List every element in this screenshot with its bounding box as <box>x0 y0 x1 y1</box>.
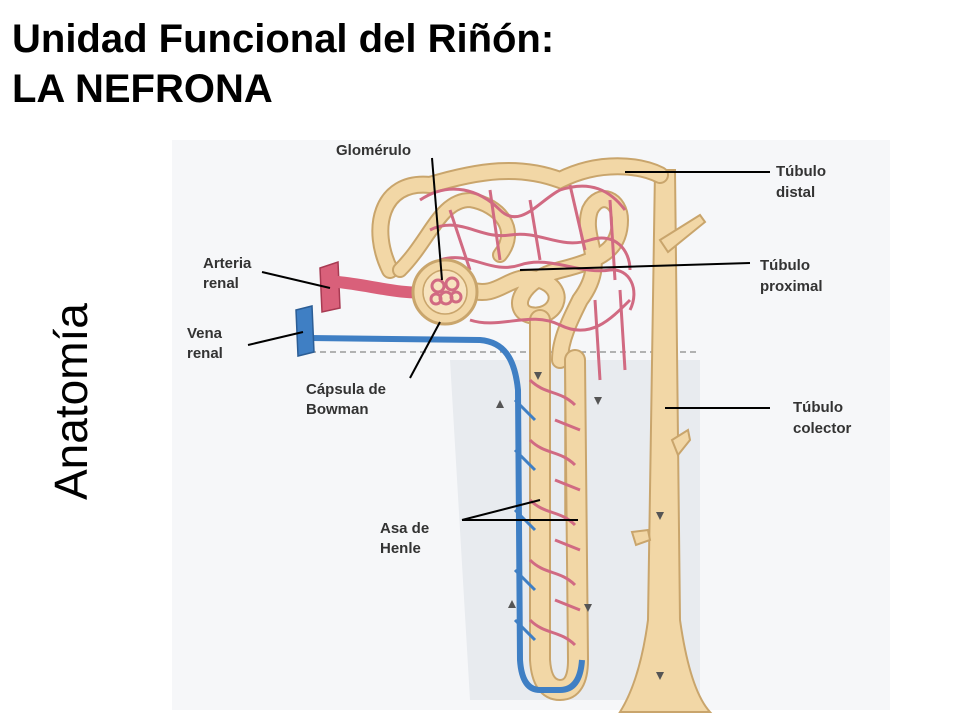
label-asa-henle-l1: Asa de <box>380 520 429 537</box>
glomerulus <box>429 276 463 306</box>
label-tubulo-colector: Túbulo colector <box>793 399 852 437</box>
capillary-network <box>419 184 636 647</box>
pointer-capsula-bowman <box>409 321 441 379</box>
label-asa-henle-l2: Henle <box>380 540 421 557</box>
proximal-tubule <box>461 190 630 369</box>
label-tubulo-distal: Túbulo distal <box>776 163 830 201</box>
label-tubulo-proximal-l1: Túbulo <box>760 257 810 274</box>
label-capsula-bowman: Cápsula de Bowman <box>306 381 390 418</box>
label-vena-renal-l2: renal <box>187 345 223 362</box>
label-capsula-bowman-l1: Cápsula de <box>306 381 386 398</box>
label-arteria-renal-l1: Arteria <box>203 255 252 272</box>
pointer-glomerulo <box>431 157 443 281</box>
label-tubulo-distal-l2: distal <box>776 184 815 201</box>
label-arteria-renal-l2: renal <box>203 275 239 292</box>
title-line-1: Unidad Funcional del Riñón: <box>12 17 555 61</box>
label-vena-renal-l1: Vena <box>187 325 223 342</box>
label-asa-henle: Asa de Henle <box>380 520 433 557</box>
label-capsula-bowman-l2: Bowman <box>306 401 369 418</box>
label-vena-renal: Vena renal <box>187 325 226 362</box>
collecting-duct <box>618 169 713 713</box>
label-arteria-renal: Arteria renal <box>203 255 256 292</box>
label-glomerulo: Glomérulo <box>336 142 411 159</box>
label-tubulo-proximal-l2: proximal <box>760 278 823 295</box>
pointer-vena-renal <box>247 331 304 346</box>
pointer-tubulo-proximal <box>519 262 751 271</box>
distal-tubule <box>371 157 669 279</box>
label-tubulo-colector-l1: Túbulo <box>793 399 843 416</box>
title-line-2: LA NEFRONA <box>12 67 273 111</box>
label-tubulo-colector-l2: colector <box>793 420 852 437</box>
pointer-lines <box>247 157 770 521</box>
label-tubulo-proximal: Túbulo proximal <box>760 257 823 295</box>
label-tubulo-distal-l1: Túbulo <box>776 163 826 180</box>
pointer-arteria-renal <box>261 271 331 289</box>
renal-vein <box>295 305 315 357</box>
flow-arrows <box>496 372 664 680</box>
page-title: Unidad Funcional del Riñón: LA NEFRONA <box>12 14 554 114</box>
pointer-asa-henle-1 <box>461 499 541 521</box>
